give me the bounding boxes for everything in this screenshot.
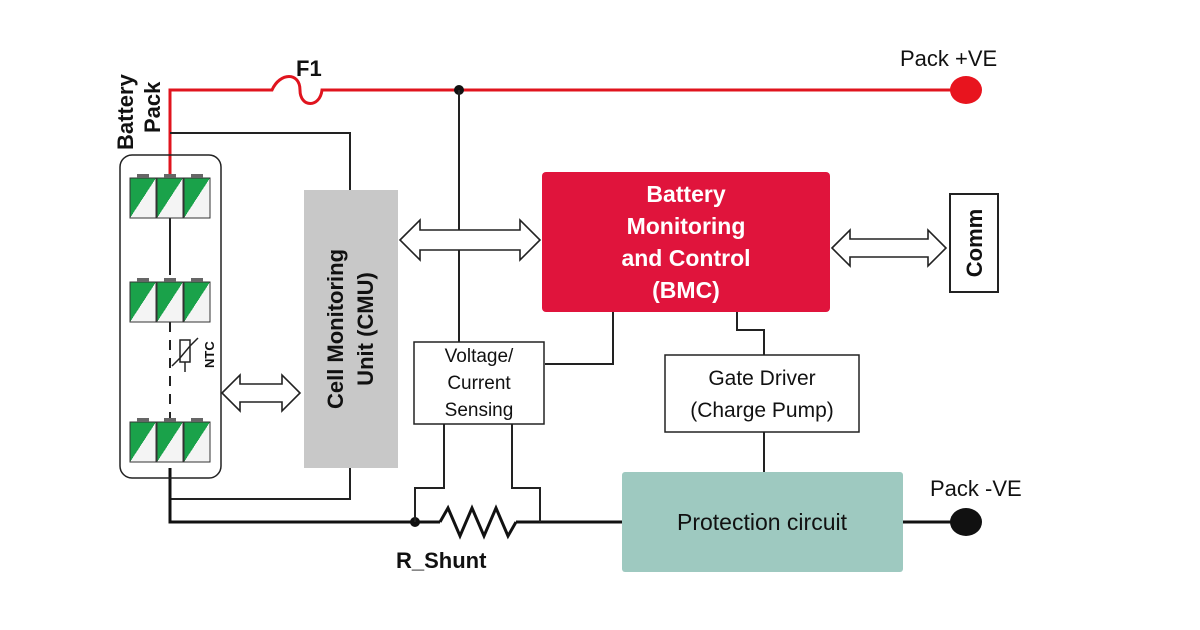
bmc-comm-double-arrow	[830, 228, 948, 268]
pack-negative-terminal	[950, 508, 982, 536]
gate-driver-label-line2: (Charge Pump)	[690, 399, 834, 422]
bmc-to-gate-wire	[736, 312, 765, 355]
sensing-label-line3: Sensing	[445, 400, 514, 421]
shunt-label: R_Shunt	[396, 548, 487, 573]
sensing-block	[413, 341, 545, 425]
ntc-label: NTC	[202, 341, 217, 368]
pack-positive-label: Pack +VE	[900, 46, 997, 71]
pack-negative-label: Pack -VE	[930, 476, 1022, 501]
battery-cell-group-middle	[129, 278, 211, 323]
cmu-label-line2: Unit (CMU)	[353, 272, 378, 386]
positive-bus-wire	[168, 88, 255, 178]
bmc-label-line1: Battery	[646, 181, 725, 207]
gate-driver-block	[664, 354, 860, 433]
shunt-resistor-symbol	[438, 504, 518, 540]
gate-driver-label-line1: Gate Driver	[708, 367, 815, 390]
shunt-sense-left	[414, 424, 445, 522]
protection-circuit-label: Protection circuit	[677, 509, 848, 535]
sensing-label-line1: Voltage/	[445, 346, 514, 367]
cmu-bmc-double-arrow	[398, 218, 542, 262]
cmu-top-wire	[170, 132, 351, 190]
bmc-label-line3: and Control	[621, 245, 750, 271]
battery-cell-group-bottom	[129, 418, 211, 463]
bmc-block	[542, 172, 830, 312]
battery-pack-label-line1: Battery	[113, 73, 138, 150]
battery-cmu-double-arrow	[220, 373, 302, 413]
ntc-thermistor-icon	[171, 337, 199, 372]
shunt-sense-right	[511, 424, 541, 522]
negative-bus-wire	[168, 468, 440, 524]
comm-block	[949, 193, 999, 293]
protection-circuit-block	[622, 472, 903, 572]
cmu-block	[304, 190, 398, 468]
pack-positive-terminal	[950, 76, 982, 104]
comm-label: Comm	[962, 209, 987, 277]
fuse-symbol	[255, 75, 340, 105]
sensing-label-line2: Current	[447, 373, 511, 394]
bmc-label-line4: (BMC)	[652, 277, 720, 303]
battery-pack-label-line2: Pack	[140, 81, 165, 133]
sensing-to-bmc-wire	[545, 312, 614, 365]
bmc-label-line2: Monitoring	[627, 213, 746, 239]
battery-cell-group-top	[129, 174, 211, 219]
cmu-label-line1: Cell Monitoring	[323, 249, 348, 409]
battery-pack-enclosure	[119, 154, 222, 479]
cmu-bottom-wire	[170, 468, 351, 500]
fuse-label: F1	[296, 56, 322, 81]
wiring	[168, 75, 958, 540]
